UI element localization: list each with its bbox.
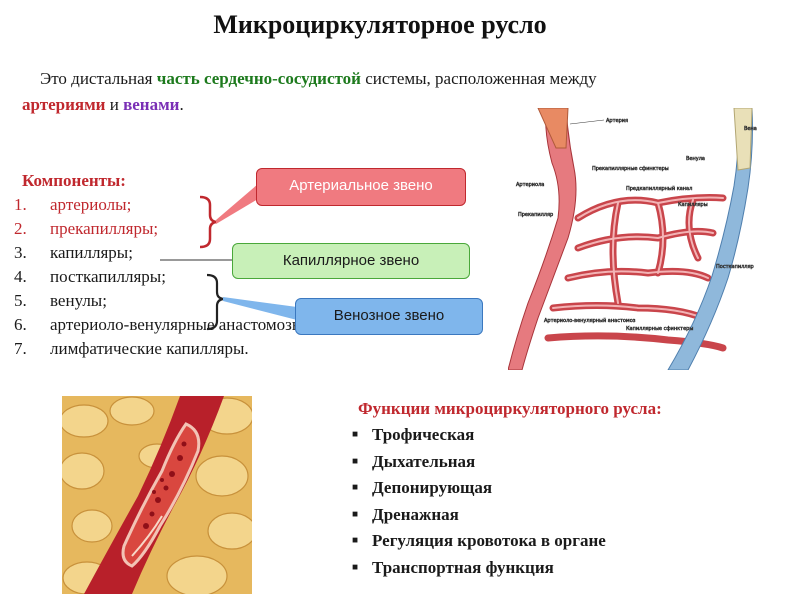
fat-cells [62, 396, 252, 594]
microcirculation-diagram: Артерия Вена Венула Артериола Прекапилля… [508, 108, 757, 370]
list-item-text: капилляры; [50, 243, 133, 262]
list-item-text: посткапилляры; [50, 267, 166, 286]
list-item: ■ Депонирующая [352, 475, 792, 502]
intro-veins: венами [123, 95, 180, 114]
intro-text-start: Это дистальная [40, 69, 157, 88]
list-item-text: венулы; [50, 291, 107, 310]
bullet-icon: ■ [352, 508, 359, 520]
blood-vessel-illustration [62, 396, 252, 594]
bullet-icon: ■ [352, 561, 359, 573]
list-item: 4. посткапилляры; [14, 265, 434, 289]
intro-conjunction: и [105, 95, 124, 114]
list-item-number: 4. [14, 267, 27, 286]
page-title: Микроциркуляторное русло [213, 10, 547, 39]
label-venule: Венула [686, 156, 705, 162]
capillary-highlights [552, 196, 724, 319]
functions-block: Функции микроциркуляторного русла: ■ Троф… [352, 396, 792, 581]
venous-link-label: Венозное звено [295, 298, 483, 335]
label-artery: Артерия [606, 118, 628, 124]
diagram-labels: Артерия Вена Венула Артериола Прекапилля… [516, 118, 757, 333]
function-text: Трофическая [372, 425, 475, 444]
arterial-link-label: Артериальное звено [256, 168, 466, 206]
list-item: ■ Дренажная [352, 502, 792, 529]
label-cap-sphincters: Капиллярные сфинктеры [626, 326, 693, 332]
functions-title: Функции микроциркуляторного русла: [358, 399, 662, 418]
intro-end: . [179, 95, 184, 114]
list-item: 1. артериолы; [14, 193, 434, 217]
intro-text-middle: системы, расположенная между [360, 69, 597, 88]
bullet-icon: ■ [352, 455, 359, 467]
list-item-number: 5. [14, 291, 27, 310]
arterial-connector [216, 184, 258, 224]
list-item-number: 7. [14, 339, 27, 358]
list-item: ■ Транспортная функция [352, 555, 792, 582]
label-precap-channel: Предкапиллярный канал [626, 185, 692, 192]
list-item-number: 1. [14, 195, 27, 214]
function-text: Транспортная функция [372, 557, 554, 577]
label-precap-sphincter: Прекапиллярные сфинктеры [592, 166, 669, 172]
list-item: 7. лимфатические капилляры. [14, 337, 434, 361]
label-vein: Вена [744, 126, 757, 132]
list-item-text: прекапилляры; [50, 219, 159, 238]
vessel-wall-highlight [131, 515, 163, 557]
intro-highlight: часть сердечно-сосудистой [156, 69, 361, 88]
label-capillaries: Капилляры [678, 202, 708, 208]
venous-connector [223, 297, 297, 320]
list-item: 5. венулы; [14, 289, 434, 313]
arterial-bracket [199, 195, 217, 249]
list-item: 6. артериоло-венулярные анастомозы; [14, 313, 434, 337]
blood-cells [143, 441, 187, 529]
arteriole-shape [508, 108, 577, 370]
list-item-text: артериоло-венулярные анастомозы; [50, 315, 308, 334]
function-text: Регуляция кровотока в органе [372, 531, 606, 550]
venous-bracket [206, 273, 224, 331]
function-text: Дренажная [372, 504, 459, 524]
list-item-number: 2. [14, 219, 27, 238]
label-precapillary: Прекапилляр [518, 212, 553, 218]
components-list: Компоненты: 1. артериолы; 2. прекапилляры;… [14, 169, 434, 361]
capillary-link-label: Капиллярное звено [232, 243, 470, 279]
list-item-number: 6. [14, 315, 27, 334]
vein-upper-shape [733, 108, 753, 171]
label-av-anastomosis: Артериоло-венулярный анастомоз [544, 317, 636, 324]
function-text: Дыхательная [372, 451, 476, 471]
bullet-icon: ■ [352, 429, 359, 440]
list-item: 3. капилляры; [14, 241, 434, 265]
label-postcapillary: Посткапилляр [716, 264, 754, 270]
components-title: Компоненты: [22, 171, 126, 190]
bullet-icon: ■ [352, 535, 359, 546]
list-item-text: лимфатические капилляры. [50, 339, 249, 358]
bullet-icon: ■ [352, 482, 359, 493]
intro-arteries: артериями [22, 95, 106, 114]
list-item: ■ Дыхательная [352, 449, 792, 476]
artery-shape [537, 108, 569, 149]
list-item-number: 3. [14, 243, 27, 262]
list-item: ■ Регуляция кровотока в органе [352, 528, 792, 555]
list-item: ■ Трофическая [352, 422, 792, 449]
intro-paragraph: Это дистальная часть сердечно-сосудистой… [22, 66, 782, 118]
list-item-text: артериолы; [50, 195, 132, 214]
function-text: Депонирующая [372, 478, 493, 497]
list-item: 2. прекапилляры; [14, 217, 434, 241]
label-arteriole: Артериола [516, 182, 544, 188]
